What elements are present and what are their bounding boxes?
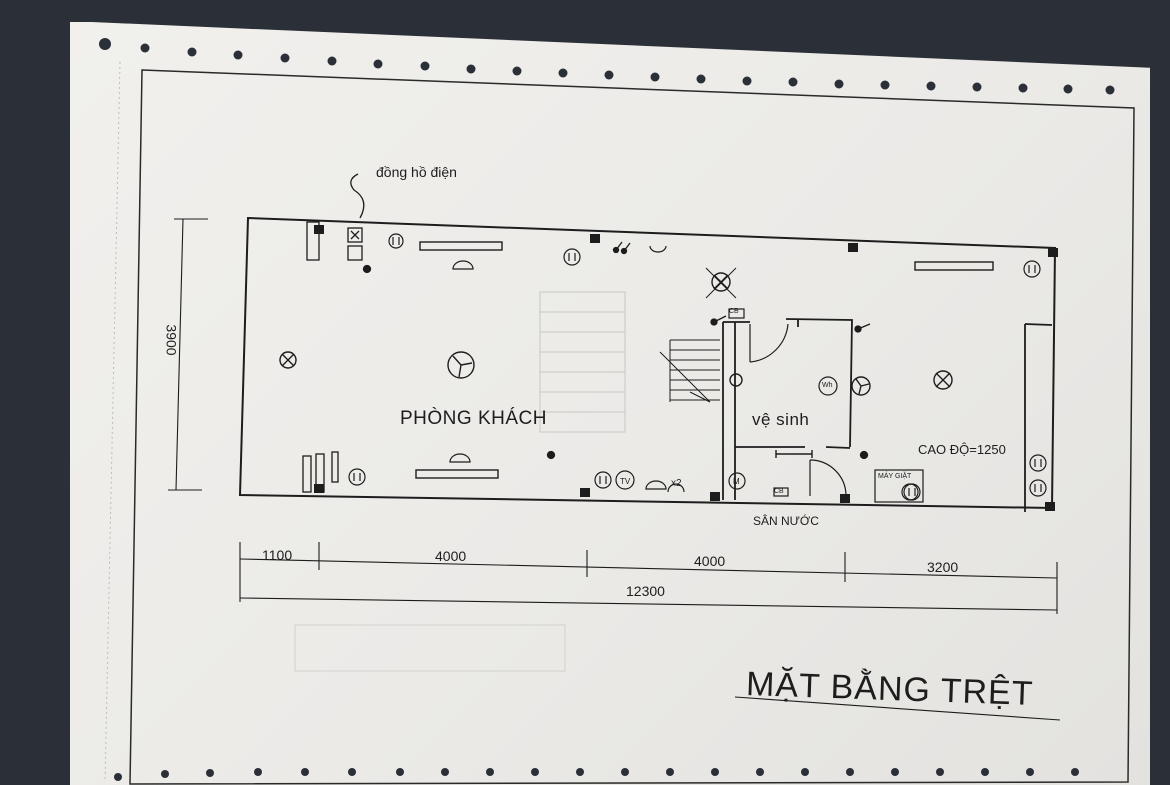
total-dimension: 12300 <box>626 583 665 599</box>
ceiling-fans <box>447 351 871 396</box>
faded-title-ghost <box>294 624 566 672</box>
wall-sockets <box>348 233 1047 501</box>
washing-machine-label: MÁY GIẶT <box>878 473 912 480</box>
cb-label-bath: CB <box>729 308 739 315</box>
tractor-feed-holes-top <box>99 38 1115 95</box>
water-heater-label: Wh <box>822 382 833 389</box>
tv-label: TV <box>620 477 631 486</box>
faded-stair-ghost <box>539 291 626 433</box>
floor-plan-drawing <box>99 38 1135 785</box>
living-room-label: PHÒNG KHÁCH <box>400 408 547 429</box>
bathroom-label: vệ sinh <box>752 410 810 429</box>
fluorescent-lights <box>415 241 994 479</box>
dimension-lines <box>168 218 1061 721</box>
dimension-segment-3: 4000 <box>694 553 726 569</box>
door-swings <box>749 323 847 497</box>
wall-lights <box>449 245 667 490</box>
light-switches <box>362 241 871 460</box>
tv-socket <box>615 470 635 490</box>
cb-label-yard: CB <box>774 488 784 495</box>
dimension-segment-4: 3200 <box>927 559 959 575</box>
outlet-count-label: x2 <box>671 478 682 489</box>
motor-label: M <box>733 477 740 486</box>
columns <box>314 225 1058 511</box>
bathroom-fixtures <box>667 308 924 503</box>
depth-dimension: 3900 <box>163 324 180 356</box>
staircase <box>659 339 720 403</box>
sheet-border <box>129 69 1135 785</box>
yard-label: SÂN NƯỚC <box>753 514 819 528</box>
paper-sheet: đồng hồ điện PHÒNG KHÁCH vệ sinh SÂN NƯỚ… <box>70 22 1150 785</box>
meter-box-label: đồng hồ điện <box>376 164 457 180</box>
ceiling-lights <box>279 267 953 390</box>
electric-meter-panel <box>302 173 365 493</box>
bathroom-walls <box>722 318 1053 512</box>
dimension-segment-2: 4000 <box>435 548 467 564</box>
height-note: CAO ĐỘ=1250 <box>918 442 1006 457</box>
dimension-segment-1: 1100 <box>262 547 293 563</box>
tractor-feed-holes-bottom <box>114 768 1079 781</box>
